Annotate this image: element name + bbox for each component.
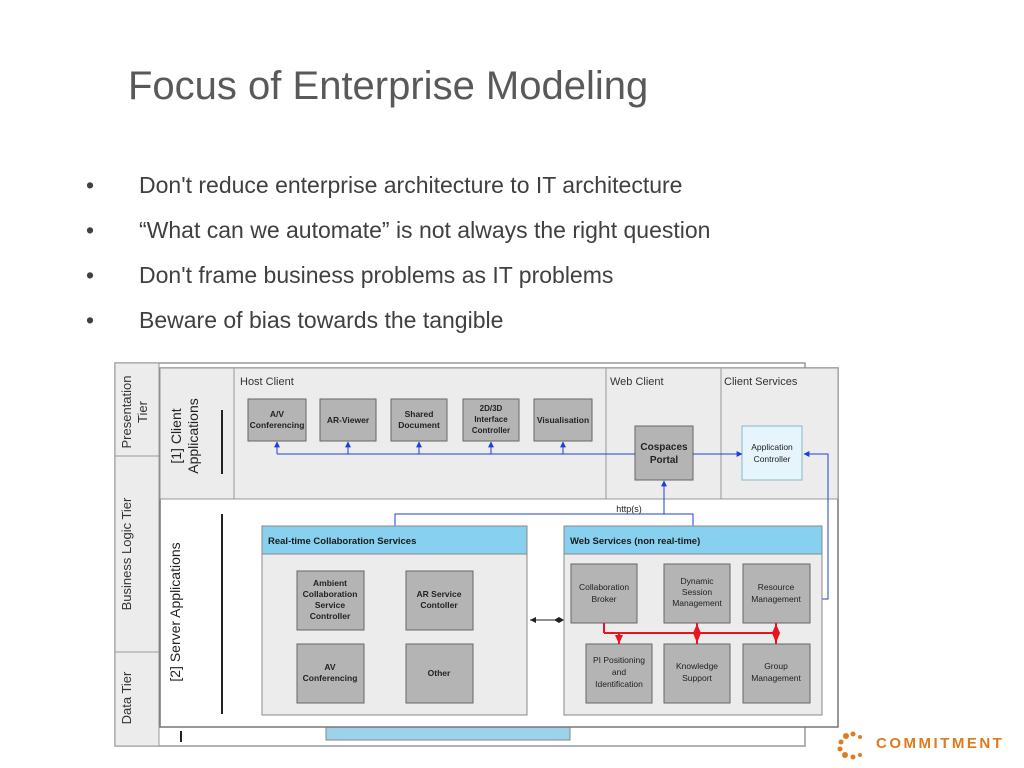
- knowledge-support-box: [663, 643, 731, 704]
- http-connector: [394, 513, 694, 526]
- interface-controller-box: [462, 398, 520, 442]
- bullet-dot: •: [86, 217, 95, 243]
- tier-label-data: Data Tier: [119, 671, 134, 724]
- client-services-label: Client Services: [724, 376, 798, 388]
- tier-label-presentation: Presentation: [119, 376, 134, 449]
- bullet-dot: •: [86, 307, 95, 333]
- av-conferencing-client-box: [247, 398, 307, 442]
- ambient-controller-box: [296, 570, 365, 631]
- ar-viewer-box: [319, 398, 377, 442]
- dynamic-session-box: [663, 563, 731, 624]
- visualisation-text: Visualisation: [537, 415, 589, 425]
- ar-service-controller-box: [405, 570, 474, 631]
- slide-title: Focus of Enterprise Modeling: [128, 64, 649, 108]
- bullet-dot: •: [86, 172, 95, 198]
- red-connectors: [603, 623, 780, 644]
- logo-dots-icon: [837, 731, 862, 760]
- realtime-header-text: Real-time Collaboration Services: [268, 536, 416, 547]
- tier-column: [114, 362, 160, 747]
- architecture-diagram: Presentation Tier Business Logic Tier Da…: [114, 362, 839, 747]
- web-client-label: Web Client: [610, 376, 664, 388]
- av-conferencing-server-box: [296, 643, 365, 704]
- ar-viewer-text: AR-Viewer: [327, 415, 370, 425]
- other-service-text: Other: [428, 668, 451, 678]
- bullet-dot: •: [86, 262, 95, 288]
- visualisation-box: [533, 398, 593, 442]
- host-client-label: Host Client: [240, 376, 294, 388]
- bullet-text: “What can we automate” is not always the…: [139, 217, 711, 243]
- bullet-text: Don't frame business problems as IT prob…: [139, 262, 614, 288]
- controller-feedback-line: [803, 451, 829, 600]
- application-controller-box: [741, 425, 803, 481]
- client-apps-label-2: Applications: [185, 398, 201, 474]
- commitment-logo: COMMITMENT: [836, 730, 1016, 760]
- tier-label-presentation-2: Tier: [135, 400, 150, 423]
- bullet-text: Don't reduce enterprise architecture to …: [139, 172, 683, 198]
- resource-management-box: [742, 563, 811, 624]
- shared-document-box: [390, 398, 448, 442]
- protocol-label: http(s): [616, 504, 642, 514]
- web-services-header-text: Web Services (non real-time): [570, 536, 700, 547]
- server-apps-label: [2] Server Applications: [167, 542, 183, 681]
- bullet-text: Beware of bias towards the tangible: [139, 307, 504, 333]
- logo-text: COMMITMENT: [876, 735, 1005, 752]
- other-service-box: [405, 643, 474, 704]
- client-apps-label: [1] Client: [168, 408, 184, 463]
- web-services-header: [563, 525, 823, 555]
- tier-label-business: Business Logic Tier: [119, 497, 134, 610]
- pi-positioning-box: [585, 643, 653, 704]
- realtime-header: [261, 525, 528, 555]
- cospaces-portal-box: [634, 425, 694, 481]
